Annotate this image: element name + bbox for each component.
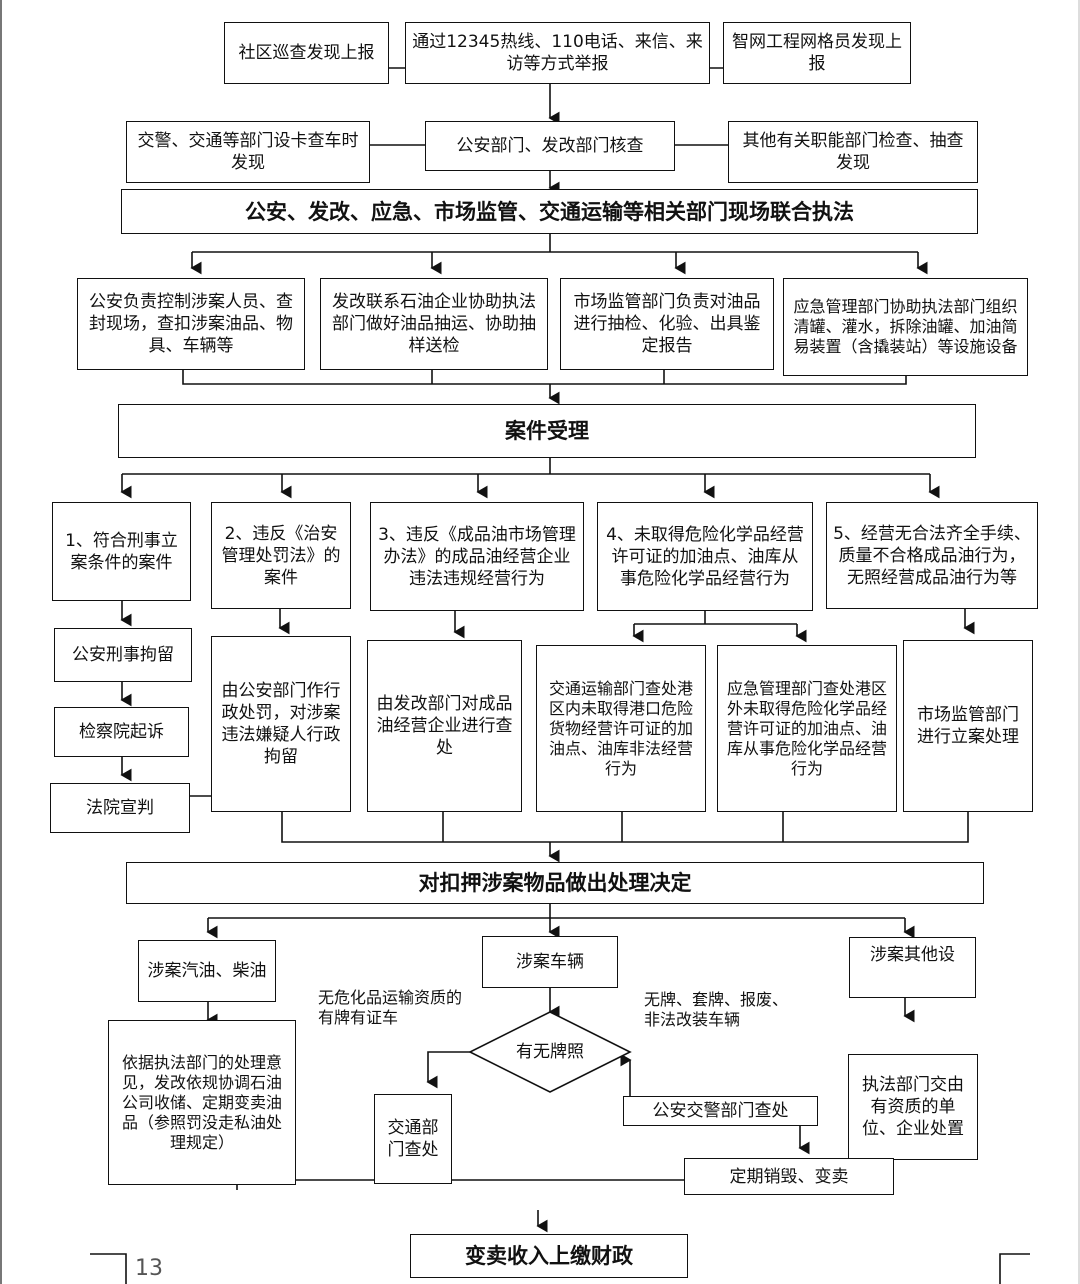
disposal-decision: 对扣押涉案物品做出处理决定 bbox=[126, 862, 984, 904]
role-police: 公安负责控制涉案人员、查封现场，查扣涉案油品、物具、车辆等 bbox=[77, 278, 305, 370]
criminal-detention: 公安刑事拘留 bbox=[54, 628, 192, 682]
seized-other: 涉案其他设 bbox=[849, 937, 976, 998]
procuratorate-prosecution: 检察院起诉 bbox=[54, 707, 189, 757]
joint-enforcement: 公安、发改、应急、市场监管、交通运输等相关部门现场联合执法 bbox=[121, 189, 978, 234]
seized-vehicle: 涉案车辆 bbox=[482, 936, 618, 988]
handling-emergency: 应急管理部门查处港区外未取得危险化学品经营许可证的加油点、油库从事危险化学品经营… bbox=[717, 645, 897, 812]
case-type-criminal: 1、符合刑事立案条件的案件 bbox=[52, 502, 191, 601]
revenue-to-treasury: 变卖收入上缴财政 bbox=[410, 1234, 688, 1278]
page-number: 13 bbox=[135, 1256, 163, 1281]
traffic-police-handling: 公安交警部门查处 bbox=[623, 1096, 818, 1126]
source-grid-worker: 智网工程网格员发现上报 bbox=[723, 22, 911, 84]
role-emergency-management: 应急管理部门协助执法部门组织清罐、灌水，拆除油罐、加油简易装置（含撬装站）等设施… bbox=[783, 278, 1028, 376]
label-licensed-vehicle: 无危化品运输资质的有牌有证车 bbox=[318, 988, 463, 1027]
case-acceptance: 案件受理 bbox=[118, 404, 976, 458]
case-type-hazardous-chem: 4、未取得危险化学品经营许可证的加油点、油库从事危险化学品经营行为 bbox=[597, 502, 813, 611]
source-other-departments: 其他有关职能部门检查、抽查发现 bbox=[728, 121, 978, 183]
handling-police-admin: 由公安部门作行政处罚，对涉案违法嫌疑人行政拘留 bbox=[211, 636, 351, 812]
handling-transport: 交通运输部门查处港区内未取得港口危险货物经营许可证的加油点、油库非法经营行为 bbox=[536, 645, 706, 812]
source-hotline-report: 通过12345热线、110电话、来信、来访等方式举报 bbox=[405, 22, 710, 84]
page-edge-right bbox=[1078, 0, 1080, 1284]
verify-police-ndrc: 公安部门、发改部门核查 bbox=[425, 121, 675, 171]
handling-ndrc: 由发改部门对成品油经营企业进行查处 bbox=[367, 640, 522, 812]
label-unlicensed-vehicle: 无牌、套牌、报废、非法改装车辆 bbox=[644, 990, 789, 1029]
case-type-refined-oil: 3、违反《成品油市场管理办法》的成品油经营企业违法违规经营行为 bbox=[370, 502, 584, 611]
handling-market: 市场监管部门进行立案处理 bbox=[903, 640, 1033, 812]
case-type-public-security: 2、违反《治安管理处罚法》的案件 bbox=[211, 502, 351, 609]
role-market-supervision: 市场监管部门负责对油品进行抽检、化验、出具鉴定报告 bbox=[560, 278, 774, 370]
decision-plate-check: 有无牌照 bbox=[516, 1042, 584, 1062]
role-ndrc: 发改联系石油企业协助执法部门做好油品抽运、协助抽样送检 bbox=[320, 278, 548, 370]
source-community-patrol: 社区巡查发现上报 bbox=[224, 22, 389, 84]
other-equipment-handling: 执法部门交由有资质的单位、企业处置 bbox=[848, 1054, 978, 1160]
source-traffic-checkpoint: 交警、交通等部门设卡查车时发现 bbox=[126, 121, 370, 183]
court-verdict: 法院宣判 bbox=[50, 783, 190, 833]
case-type-unlicensed: 5、经营无合法齐全手续、质量不合格成品油行为，无照经营成品油行为等 bbox=[826, 502, 1038, 609]
seized-fuel: 涉案汽油、柴油 bbox=[138, 940, 276, 1002]
destroy-sell: 定期销毁、变卖 bbox=[684, 1158, 894, 1195]
fuel-handling: 依据执法部门的处理意见，发改依规协调石油公司收储、定期变卖油品（参照罚没走私油处… bbox=[108, 1020, 296, 1185]
traffic-dept-handling: 交通部门查处 bbox=[374, 1094, 452, 1184]
page-edge-left bbox=[0, 0, 2, 1284]
